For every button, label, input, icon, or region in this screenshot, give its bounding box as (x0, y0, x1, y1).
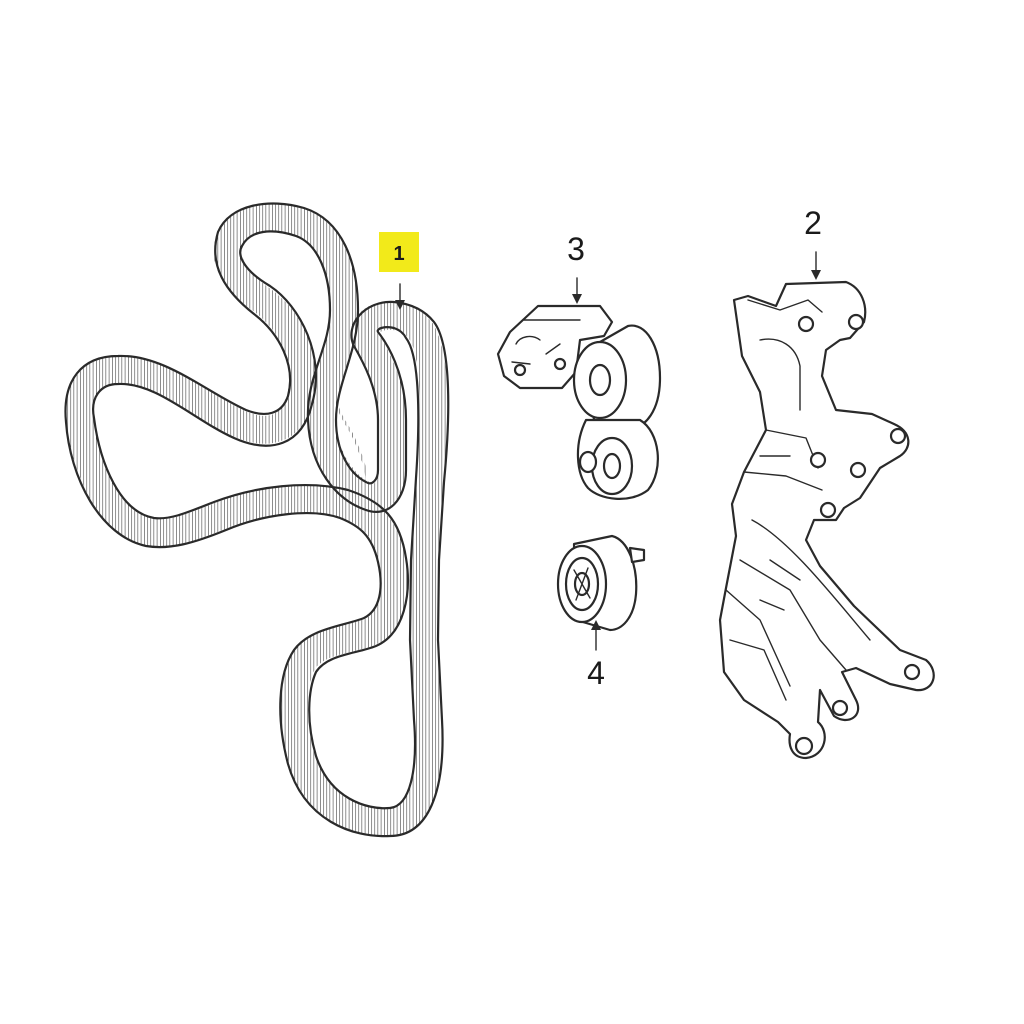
idler-pulley-icon[interactable] (556, 534, 646, 632)
callout-1-arrow-icon (395, 300, 405, 310)
callout-1-highlight (379, 232, 419, 272)
callout-4-arrow-icon (591, 620, 601, 630)
callout-2-label: 2 (804, 205, 822, 241)
callout-3[interactable]: 3 (567, 231, 585, 304)
callout-2[interactable]: 2 (804, 205, 822, 280)
callout-3-label: 3 (567, 231, 585, 267)
belt-tensioner-icon[interactable] (496, 304, 662, 500)
callout-4[interactable]: 4 (587, 620, 605, 691)
callout-3-arrow-icon (572, 294, 582, 304)
callout-2-arrow-icon (811, 270, 821, 280)
mounting-bracket-icon[interactable] (718, 280, 935, 760)
callout-4-label: 4 (587, 655, 605, 691)
callout-1[interactable]: 1 (379, 232, 419, 310)
serpentine-belt-icon[interactable] (64, 202, 450, 838)
callout-1-label: 1 (393, 243, 404, 265)
